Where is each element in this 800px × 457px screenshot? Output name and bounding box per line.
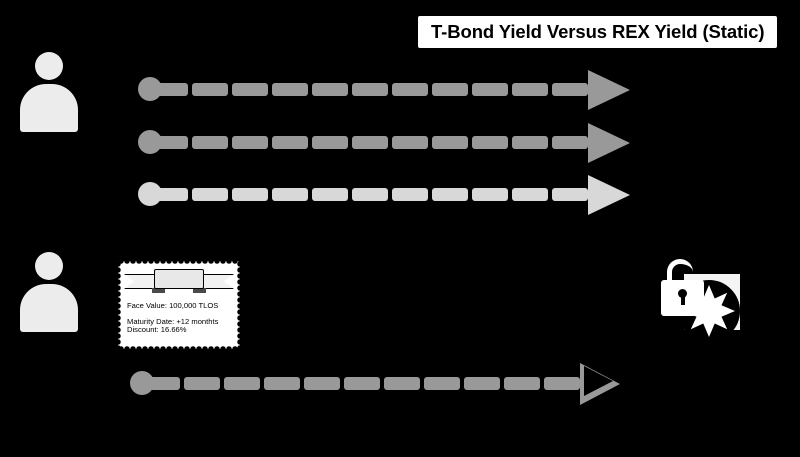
arrow-dash [352,136,388,149]
arrow-dash [184,377,220,390]
arrow-dash [344,377,380,390]
arrow-dash [152,136,188,149]
arrow-dash [392,83,428,96]
arrow-dash [192,136,228,149]
arrow-dash [352,188,388,201]
person-head [35,52,63,80]
arrow-head [588,70,630,110]
ribbon-wing-right [200,274,234,289]
arrow-dash [432,136,468,149]
arrow-dash [312,188,348,201]
arrow-dash [232,188,268,201]
arrow-dash [384,377,420,390]
arrow-dash [192,83,228,96]
ribbon-wing-left [124,274,158,289]
stamp-edge-bottom [118,346,240,352]
arrow-dash [512,136,548,149]
arrow-dash [424,377,460,390]
person-icon-top [16,52,82,132]
certificate-ribbon [124,269,234,293]
arrow-dash [264,377,300,390]
arrow-dash [472,136,508,149]
arrow-head-inner [584,366,613,396]
arrow-dash [464,377,500,390]
person-body [20,284,78,332]
unlock-badge [655,258,755,358]
arrow-dash [472,83,508,96]
arrow-dash [304,377,340,390]
stamp-edge-left [115,261,121,349]
padlock-keyhole [678,289,687,298]
arrow-dash [552,136,588,149]
stamp-edge-top [118,258,240,264]
stamp-edge-right [237,261,243,349]
arrow-dash [552,188,588,201]
arrow-dash [144,377,180,390]
arrow-dash [272,188,308,201]
certificate-face-value: Face Value: 100,000 TLOS [127,301,219,310]
unlocked-padlock-icon [667,259,693,285]
arrow-dash [232,136,268,149]
person-head [35,252,63,280]
arrow-dash [152,83,188,96]
arrow-dash [192,188,228,201]
arrow-dash [352,83,388,96]
arrow-dash [392,188,428,201]
arrow-dash [504,377,540,390]
arrow-dash [512,188,548,201]
arrow-dash [232,83,268,96]
arrow-dash [312,83,348,96]
certificate-details: Face Value: 100,000 TLOS Maturity Date: … [127,301,237,335]
bond-certificate: Face Value: 100,000 TLOS Maturity Date: … [115,258,243,352]
arrow-head [588,175,630,215]
person-body [20,84,78,132]
arrow-dash [224,377,260,390]
padlock-keyslot [680,295,685,305]
arrow-dash [272,83,308,96]
arrow-dash [512,83,548,96]
arrow-dash [472,188,508,201]
arrow-dash [392,136,428,149]
arrow-dash [272,136,308,149]
certificate-maturity-date: Maturity Date: +12 monthts [127,316,219,326]
arrow-dash [312,136,348,149]
ribbon-center-label [154,269,204,289]
arrow-dash [552,83,588,96]
arrow-head [588,123,630,163]
certificate-discount: Discount: 16.66% [127,325,187,334]
page-title: T-Bond Yield Versus REX Yield (Static) [418,16,778,49]
arrow-dash [432,188,468,201]
ribbon-foot-left [152,288,165,293]
ribbon-foot-right [193,288,206,293]
arrow-dash [544,377,580,390]
arrow-dash [432,83,468,96]
arrow-dash [152,188,188,201]
person-icon-bottom [16,252,82,332]
